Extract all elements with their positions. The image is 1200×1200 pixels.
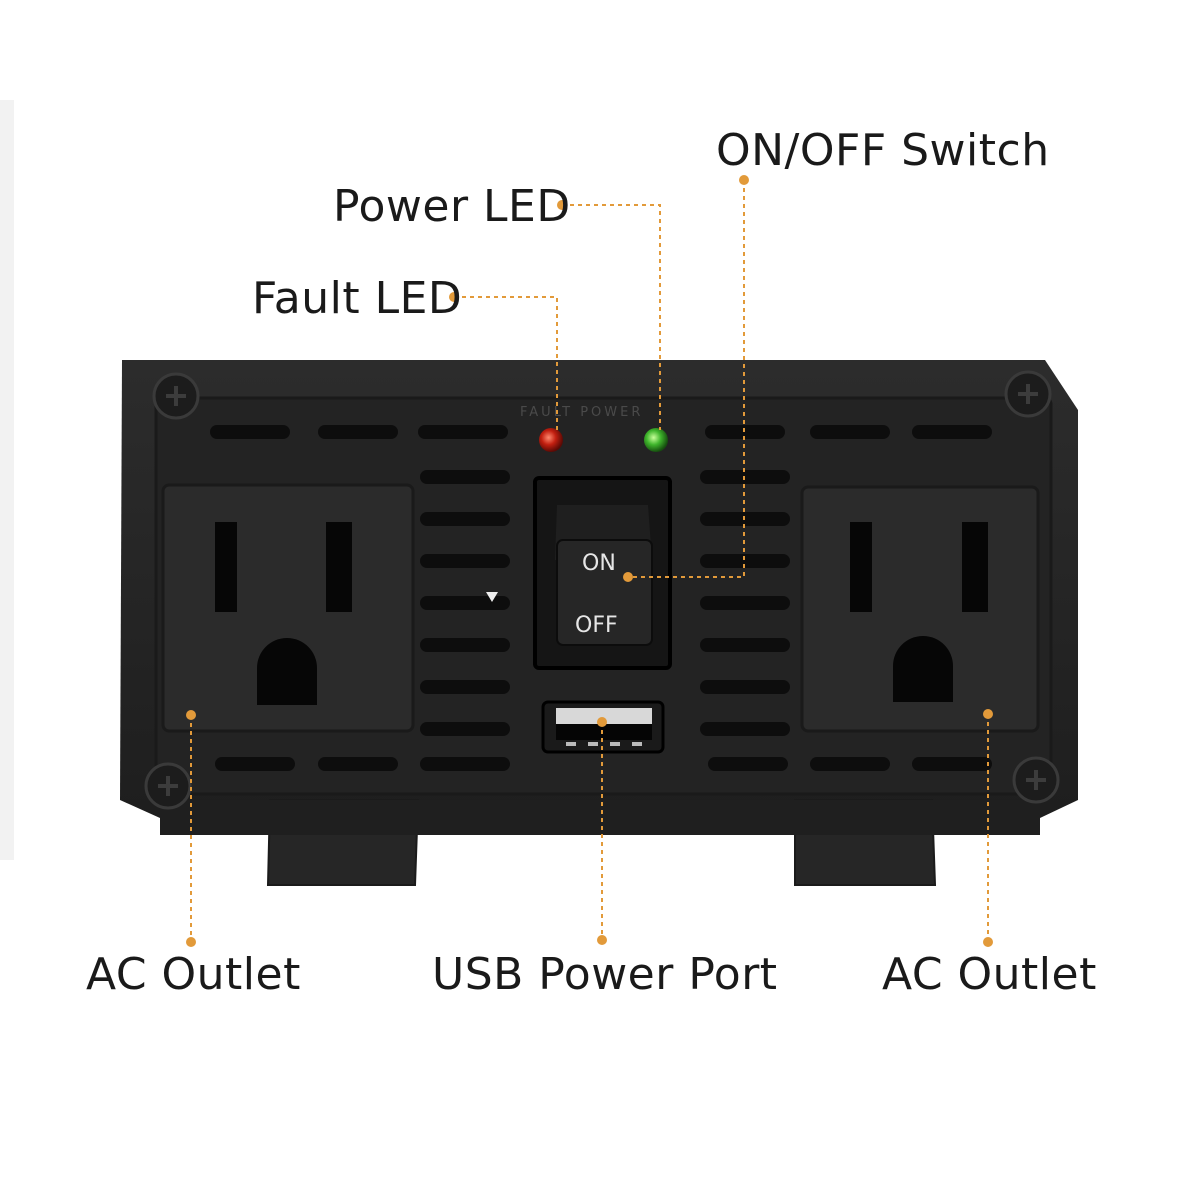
bottom-rail <box>160 800 1040 835</box>
power-led <box>644 428 668 452</box>
switch-off-label: OFF <box>575 613 618 638</box>
screw-icon <box>1004 370 1052 418</box>
fault-led-label: Fault LED <box>252 273 463 324</box>
switch-on-label: ON <box>582 551 616 576</box>
panel-text: FAULT POWER <box>520 405 643 420</box>
screw-icon <box>144 762 192 810</box>
usb-port <box>541 700 665 754</box>
ac-outlet-left <box>161 483 415 733</box>
callout-lines <box>190 180 989 942</box>
arrow-icon <box>486 592 498 602</box>
ac-outlet-right-label: AC Outlet <box>882 949 1097 1000</box>
background-edge <box>0 100 14 860</box>
ac-outlet-left-label: AC Outlet <box>86 949 301 1000</box>
on-off-switch[interactable]: ON OFF <box>533 476 672 670</box>
ac-outlet-right <box>800 485 1040 733</box>
usb-port-label: USB Power Port <box>432 949 778 1000</box>
fault-led <box>539 428 563 452</box>
power-led-label: Power LED <box>333 181 571 232</box>
screw-icon <box>152 372 200 420</box>
callout-dots <box>186 175 993 947</box>
vent-slots <box>210 425 992 771</box>
screw-icon <box>1012 756 1060 804</box>
switch-label: ON/OFF Switch <box>716 125 1050 176</box>
